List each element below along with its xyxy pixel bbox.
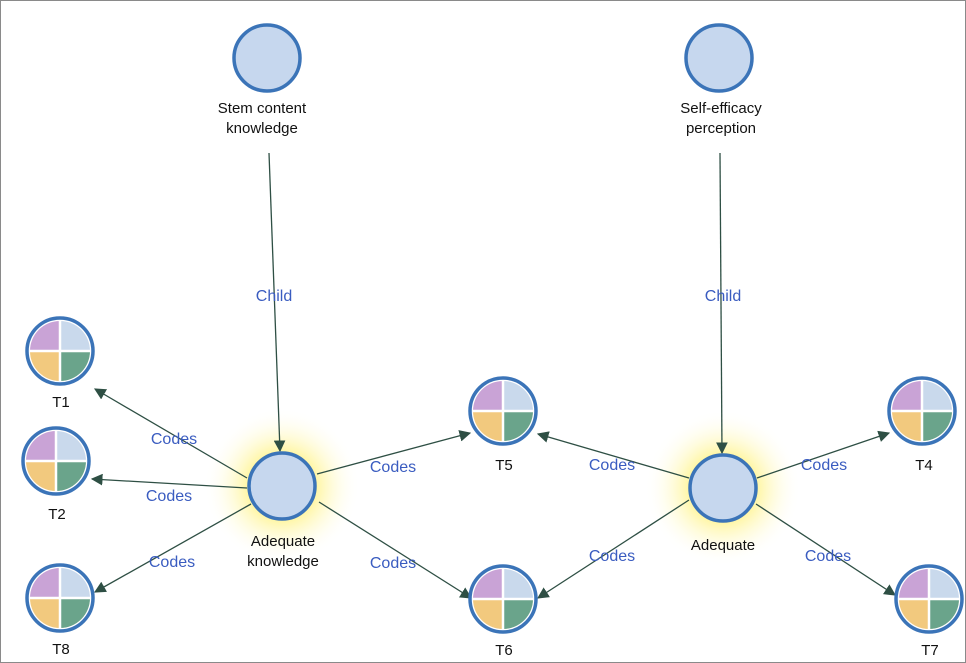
inner-ring [890, 379, 954, 443]
inner-ring [24, 429, 88, 493]
inner-ring [471, 379, 535, 443]
edge-adequate_knowledge-to-T6[interactable] [318, 501, 472, 599]
node-label: knowledge [226, 120, 298, 137]
theme-node-selfeff[interactable] [684, 23, 754, 93]
quadrant-bottom-left [473, 411, 503, 441]
edge-label-adequate-to-T7: Codes [805, 548, 851, 565]
inner-ring [28, 566, 92, 630]
quadrant-top-right [56, 431, 86, 461]
quadrant-top-left [30, 321, 60, 351]
node-label: T5 [495, 457, 513, 474]
node-circle [247, 451, 317, 521]
quadrant-bottom-right [56, 461, 86, 491]
quadrant-bottom-left [899, 599, 929, 629]
quadrant-bottom-left [26, 461, 56, 491]
quadrant-top-right [929, 569, 959, 599]
quadrant-top-right [60, 321, 90, 351]
node-label: T6 [495, 642, 513, 659]
node-label: T8 [52, 641, 70, 658]
quadrant-top-left [473, 569, 503, 599]
edge-label-adequate-to-T4: Codes [801, 457, 847, 474]
edge-adequate_knowledge-to-T8[interactable] [93, 503, 252, 593]
case-node-t5[interactable] [468, 376, 538, 446]
node-circle [684, 23, 754, 93]
quadrant-top-left [473, 381, 503, 411]
edge-label-adequate_knowledge-to-T2: Codes [146, 488, 192, 505]
edge-adequate-to-T6[interactable] [537, 499, 690, 599]
outer-ring [894, 564, 964, 634]
quadrant-bottom-left [892, 411, 922, 441]
node-label: Stem content [218, 100, 307, 117]
quadrant-bottom-left [30, 351, 60, 381]
quadrant-bottom-right [922, 411, 952, 441]
edge-label-adequate_knowledge-to-T5: Codes [370, 459, 416, 476]
quadrant-top-left [899, 569, 929, 599]
outer-ring [468, 564, 538, 634]
case-node-t6[interactable] [468, 564, 538, 634]
edge-adequate_knowledge-to-T1[interactable] [93, 388, 248, 479]
quadrant-top-left [26, 431, 56, 461]
quadrant-bottom-right [503, 599, 533, 629]
edge-adequate_knowledge-to-T5[interactable] [316, 430, 472, 475]
quadrant-top-right [922, 381, 952, 411]
case-node-t7[interactable] [894, 564, 964, 634]
case-icon [473, 381, 533, 441]
quadrant-top-right [503, 569, 533, 599]
quadrant-bottom-right [503, 411, 533, 441]
edge-label-adequate_knowledge-to-T8: Codes [149, 554, 195, 571]
node-label: perception [686, 120, 756, 137]
edge-selfeff-to-adequate[interactable] [716, 152, 728, 455]
edge-label-selfeff-to-adequate: Child [705, 288, 741, 305]
outer-ring [21, 426, 91, 496]
edge-label-adequate_knowledge-to-T6: Codes [370, 555, 416, 572]
case-node-t2[interactable] [21, 426, 91, 496]
outer-ring [887, 376, 957, 446]
outer-ring [25, 563, 95, 633]
edge-adequate-to-T5[interactable] [536, 431, 690, 479]
node-circle [232, 23, 302, 93]
theme-node-stem[interactable] [232, 23, 302, 93]
quadrant-bottom-left [473, 599, 503, 629]
quadrant-top-left [892, 381, 922, 411]
case-icon [892, 381, 952, 441]
quadrant-bottom-right [929, 599, 959, 629]
inner-ring [897, 567, 961, 631]
outer-ring [25, 316, 95, 386]
node-label: Adequate [251, 533, 315, 550]
inner-ring [471, 567, 535, 631]
edge-label-adequate-to-T5: Codes [589, 457, 635, 474]
case-node-t4[interactable] [887, 376, 957, 446]
theme-node-adequate-knowledge[interactable] [247, 451, 317, 521]
node-label: knowledge [247, 553, 319, 570]
edge-label-adequate-to-T6: Codes [589, 548, 635, 565]
outer-ring [468, 376, 538, 446]
quadrant-top-right [60, 568, 90, 598]
edge-label-adequate_knowledge-to-T1: Codes [151, 431, 197, 448]
edge-adequate-to-T7[interactable] [755, 503, 896, 596]
node-label: Self-efficacy [680, 100, 762, 117]
case-node-t1[interactable] [25, 316, 95, 386]
quadrant-bottom-right [60, 351, 90, 381]
node-circle [688, 453, 758, 523]
quadrant-top-left [30, 568, 60, 598]
quadrant-bottom-left [30, 598, 60, 628]
node-label: T7 [921, 642, 939, 659]
node-label: T1 [52, 394, 70, 411]
edge-adequate_knowledge-to-T2[interactable] [90, 473, 248, 489]
node-label: Adequate [691, 537, 755, 554]
node-label: T4 [915, 457, 933, 474]
edge-adequate-to-T4[interactable] [756, 430, 891, 479]
edge-stem-to-adequate_knowledge[interactable] [268, 152, 286, 453]
case-node-t8[interactable] [25, 563, 95, 633]
edge-label-stem-to-adequate_knowledge: Child [256, 288, 292, 305]
node-label: T2 [48, 506, 66, 523]
theme-node-adequate[interactable] [688, 453, 758, 523]
quadrant-top-right [503, 381, 533, 411]
inner-ring [28, 319, 92, 383]
quadrant-bottom-right [60, 598, 90, 628]
